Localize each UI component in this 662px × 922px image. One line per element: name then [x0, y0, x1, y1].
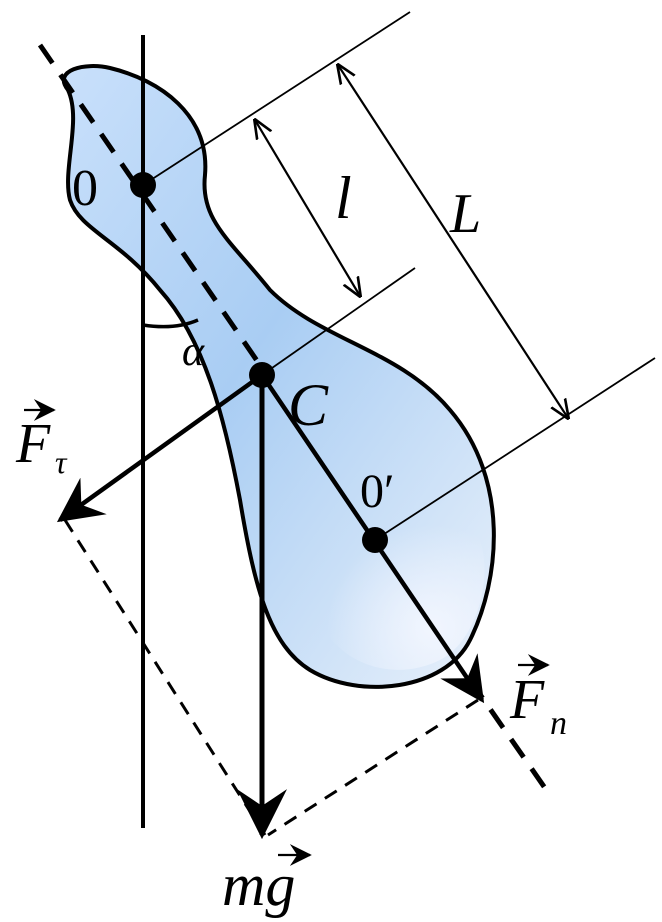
label-o-prime: 0′ — [360, 465, 395, 518]
label-L: L — [449, 183, 481, 245]
dashed-parallelogram-right — [267, 698, 479, 837]
tangential-force-vector — [56, 373, 264, 523]
label-normal-force-sub: n — [550, 705, 567, 742]
pivot-point — [130, 172, 156, 198]
label-tangential-force-sub: τ — [55, 444, 68, 480]
dim-line-pivot — [142, 11, 411, 186]
angle-arc — [142, 318, 199, 329]
center-of-mass-point — [249, 362, 275, 388]
label-normal-force: F n — [509, 654, 567, 742]
dim-line-o-prime — [374, 357, 656, 541]
label-gravity-text: mg — [222, 852, 295, 918]
label-c: C — [288, 372, 329, 438]
pendulum-body-highlight — [309, 499, 485, 670]
label-normal-force-symbol: F — [509, 669, 545, 731]
center-of-oscillation-point — [362, 527, 388, 553]
dim-arrow-L — [338, 65, 568, 418]
label-tangential-force: F τ — [15, 399, 68, 480]
body-axis-dashed-upper — [37, 43, 265, 370]
dashed-parallelogram-left — [63, 519, 267, 836]
label-pivot: 0 — [72, 160, 98, 217]
label-tangential-force-symbol: F — [15, 413, 51, 475]
label-l: l — [335, 165, 352, 231]
label-angle: α — [182, 329, 205, 375]
label-gravity: mg — [222, 844, 312, 918]
